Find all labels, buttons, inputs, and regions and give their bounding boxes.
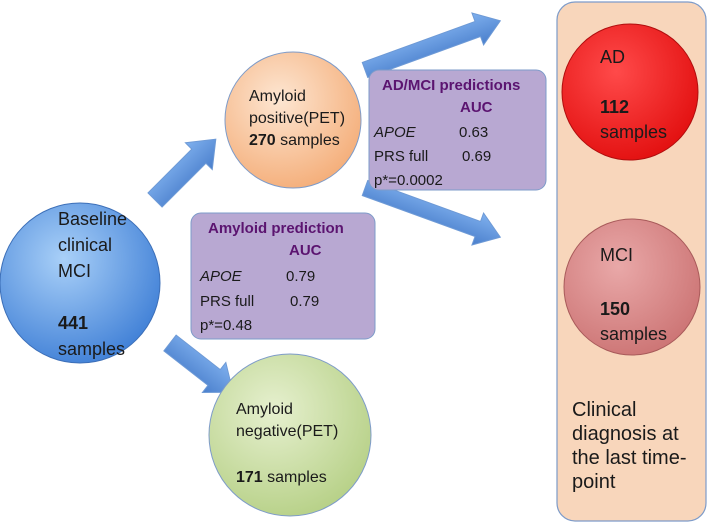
amyloid-negative-line-1: Amyloid (236, 401, 293, 418)
amyloid-prediction-row-1-label: APOE (200, 268, 242, 285)
ad-mci-prediction-row-1-value: 0.63 (459, 124, 489, 141)
arrow-baseline-to-negative (163, 334, 234, 393)
amyloid-positive-unit: samples (280, 132, 340, 149)
ad-mci-prediction-row-2-label: PRS full (374, 148, 429, 165)
ad-label: AD (600, 47, 626, 67)
ad-mci-prediction-auc-header: AUC (460, 99, 493, 116)
amyloid-negative-line-2: negative(PET) (236, 423, 339, 440)
ad-unit: samples (600, 122, 668, 142)
amyloid-positive-count: 270 (249, 132, 276, 149)
amyloid-prediction-title: Amyloid prediction (208, 220, 344, 237)
amyloid-prediction-row-1-value: 0.79 (286, 268, 316, 285)
baseline-mci-circle (0, 202, 161, 364)
amyloid-prediction-auc-header: AUC (289, 242, 322, 259)
ad-mci-prediction-box (368, 69, 547, 191)
baseline-line-2: clinical (58, 235, 113, 255)
ad-count: 112 (600, 97, 630, 117)
diagnosis-panel-label: Clinical diagnosis at the last time-poin… (572, 399, 687, 493)
baseline-line-1: Baseline (58, 209, 128, 229)
ad-mci-prediction-title: AD/MCI predictions (382, 77, 521, 94)
amyloid-prediction-pvalue: p*=0.48 (200, 317, 253, 334)
ad-circle (561, 23, 699, 161)
amyloid-negative-unit: samples (267, 469, 327, 486)
amyloid-negative-count-line: 171 samples (236, 470, 327, 486)
mci-circle (563, 218, 701, 356)
amyloid-positive-circle (224, 51, 362, 189)
amyloid-positive-line-2: positive(PET) (249, 110, 346, 127)
amyloid-positive-count-line: 270 samples (249, 133, 340, 149)
ad-mci-prediction-row-2-value: 0.69 (462, 148, 492, 165)
mci-label: MCI (600, 245, 633, 265)
amyloid-prediction-row-2-label: PRS full (200, 293, 255, 310)
amyloid-positive-line-1: Amyloid (249, 88, 306, 105)
ad-mci-prediction-pvalue: p*=0.0002 (374, 172, 443, 189)
baseline-line-3: MCI (58, 261, 91, 281)
mci-count: 150 (600, 299, 631, 319)
amyloid-negative-circle (208, 353, 372, 517)
arrow-positive-to-mci (361, 179, 502, 246)
baseline-count: 441 (58, 313, 89, 333)
amyloid-prediction-box (190, 212, 376, 340)
ad-mci-prediction-row-1-label: APOE (374, 124, 416, 141)
arrow-baseline-to-positive (147, 138, 217, 208)
amyloid-negative-count: 171 (236, 469, 263, 486)
baseline-unit: samples (58, 339, 126, 359)
mci-unit: samples (600, 324, 668, 344)
amyloid-prediction-row-2-value: 0.79 (290, 293, 320, 310)
